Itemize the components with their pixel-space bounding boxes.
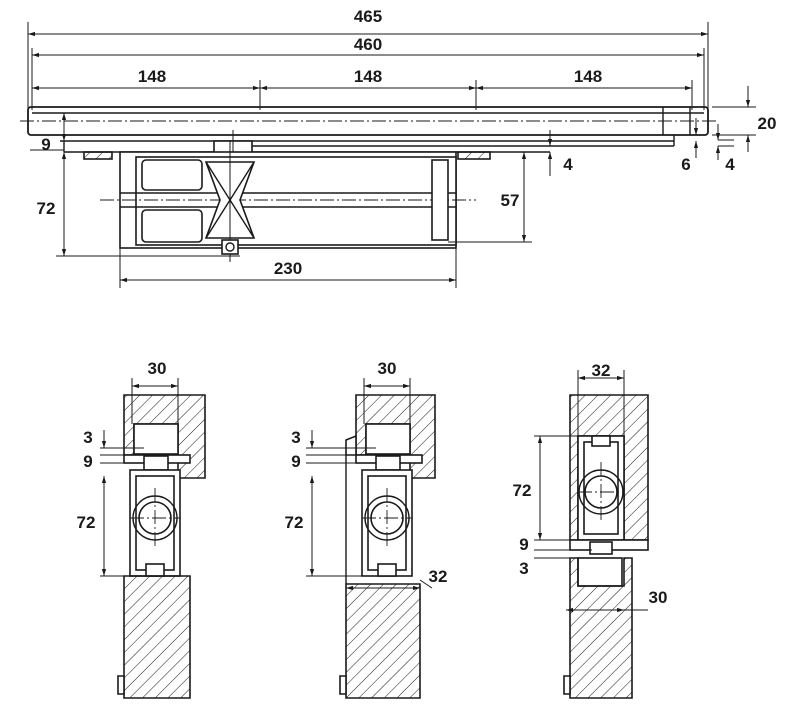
- sec-a-9-label: 9: [83, 452, 92, 471]
- dim-148-c-label: 148: [574, 67, 602, 86]
- dim-9-label: 9: [41, 135, 50, 154]
- dimension-9-top: 9: [30, 112, 70, 154]
- dimension-148-segments: 148 148 148: [32, 67, 693, 110]
- dim-4-right-label: 4: [725, 155, 735, 174]
- sec-c-9-label: 9: [519, 535, 528, 554]
- dim-230-label: 230: [274, 259, 302, 278]
- dim-72-label: 72: [37, 199, 56, 218]
- section-a: 30 3 9 72: [77, 359, 206, 699]
- slide-rail: [20, 106, 716, 136]
- dim-4-mid-label: 4: [563, 155, 573, 174]
- sec-b-72-label: 72: [285, 513, 304, 532]
- sec-a-72-label: 72: [77, 513, 96, 532]
- top-view: 465 460 148 148 148: [20, 7, 776, 288]
- dim-20-label: 20: [758, 114, 777, 133]
- sec-a-30-label: 30: [148, 359, 167, 378]
- sec-b-30-label: 30: [378, 359, 397, 378]
- sec-c-72-label: 72: [513, 481, 532, 500]
- dim-148-a-label: 148: [138, 67, 166, 86]
- dim-148-b-label: 148: [354, 67, 382, 86]
- sec-b-9-label: 9: [291, 452, 300, 471]
- section-c: 32 72 9 3 30: [513, 361, 668, 699]
- dimension-20: 20: [712, 86, 776, 152]
- closer-body: [100, 140, 476, 262]
- sec-a-3-label: 3: [83, 428, 92, 447]
- sec-c-30-label: 30: [649, 588, 668, 607]
- cover-plate: [60, 130, 675, 160]
- dim-460-label: 460: [354, 35, 382, 54]
- dimension-57: 57: [448, 152, 532, 243]
- dimension-6: 6: [681, 118, 699, 174]
- dimension-4-mid: 4: [547, 130, 573, 176]
- section-b: 30 3 9 72 32: [285, 359, 448, 699]
- dimension-72-top: 72: [37, 152, 240, 257]
- sec-c-32-label: 32: [592, 361, 611, 380]
- dimension-230: 230: [119, 248, 457, 288]
- sec-c-3-label: 3: [519, 559, 528, 578]
- dimension-4-right: 4: [715, 124, 735, 174]
- dimension-460: 460: [31, 35, 705, 110]
- dim-465-label: 465: [354, 7, 382, 26]
- dim-6-label: 6: [681, 155, 690, 174]
- dimension-465: 465: [27, 7, 709, 112]
- sec-b-3-label: 3: [291, 428, 300, 447]
- sec-b-32-label: 32: [429, 567, 448, 586]
- dim-57-label: 57: [501, 191, 520, 210]
